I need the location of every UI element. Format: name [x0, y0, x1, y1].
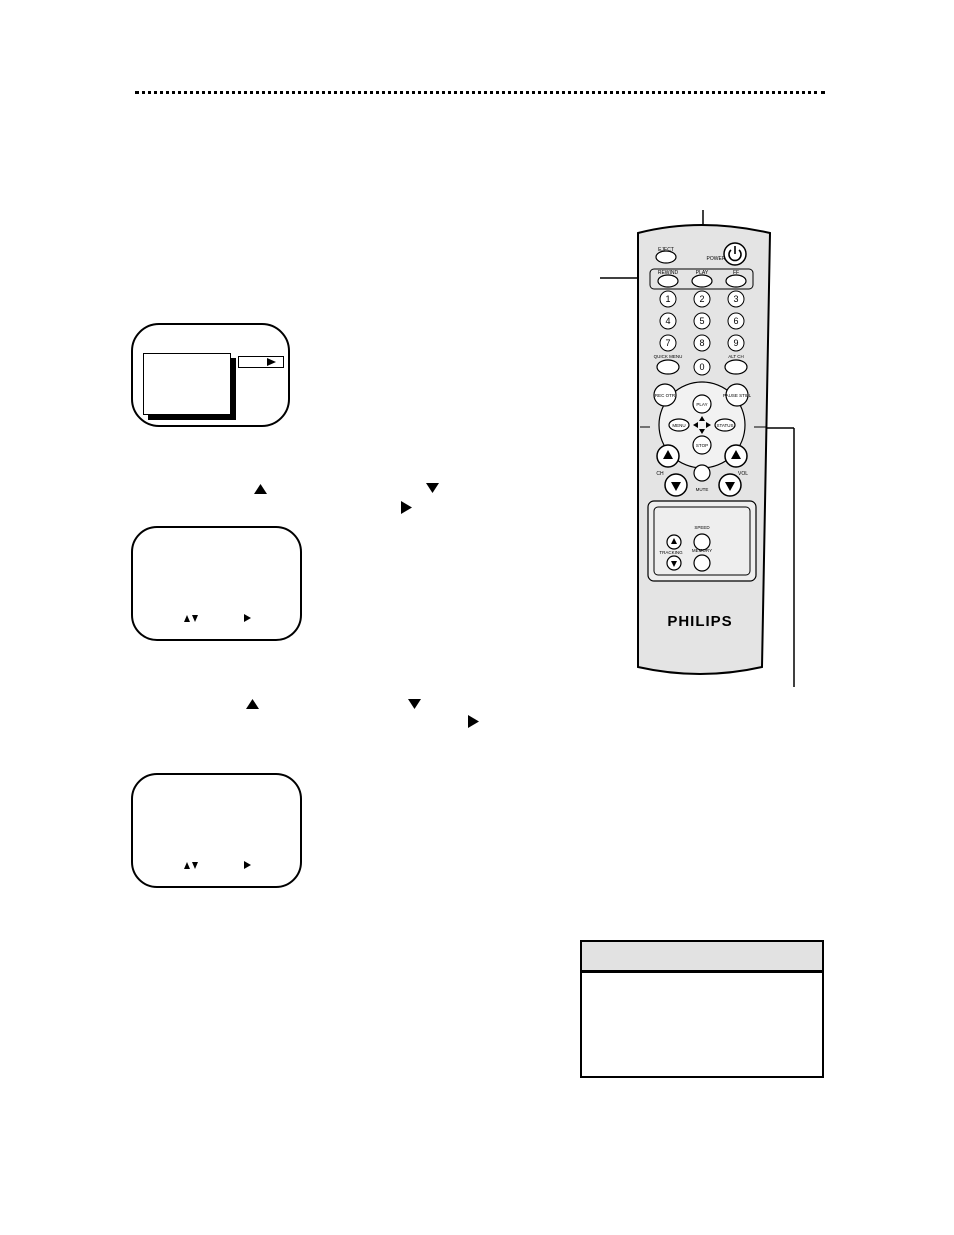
note-box-header [582, 942, 822, 973]
status-button [714, 418, 736, 432]
up-down-arrows-icon [184, 862, 198, 869]
play-button [691, 274, 713, 288]
vol-down-icon [725, 482, 735, 491]
quick-menu-label: QUICK MENU [654, 354, 683, 359]
ff-label: FF [733, 270, 739, 276]
vol-label: VOL [738, 471, 748, 477]
vol-up-icon [731, 450, 741, 459]
menu-selection-tab [238, 356, 284, 368]
tv-screen-step-3 [131, 773, 302, 888]
arrow-down-icon [408, 699, 421, 709]
tv-screen-step-2 [131, 526, 302, 641]
dotted-rule [135, 91, 825, 94]
arrow-right-icon [401, 501, 412, 514]
alt-ch-button [724, 359, 748, 375]
arrow-right-icon [267, 358, 276, 366]
ff-button [725, 274, 747, 288]
key-9: 9 [733, 338, 738, 348]
key-7: 7 [665, 338, 670, 348]
menu-label: MENU [672, 423, 685, 428]
quick-menu-button [656, 359, 680, 375]
key-4: 4 [665, 316, 670, 326]
arrow-right-icon [244, 614, 251, 622]
pause-still-label: PAUSE STILL [723, 393, 752, 398]
play-label: PLAY [696, 270, 709, 276]
memory-label: MEMORY [692, 548, 712, 553]
speed-button [693, 533, 711, 551]
eject-label: EJECT [658, 247, 674, 253]
nav-play-label: PLAY [696, 402, 707, 407]
mute-label: MUTE [696, 487, 709, 492]
arrow-right-icon [244, 861, 251, 869]
key-1: 1 [665, 294, 670, 304]
key-6: 6 [733, 316, 738, 326]
menu-box [143, 353, 231, 415]
ch-up-icon [663, 450, 673, 459]
transport-bar [649, 268, 754, 290]
ch-down-icon [671, 482, 681, 491]
key-2: 2 [699, 294, 704, 304]
rewind-label: REWIND [658, 270, 679, 276]
power-icon [728, 249, 742, 262]
arrow-up-icon [246, 699, 259, 709]
tracking-label: TRACKING [659, 550, 683, 555]
alt-ch-label: ALT CH [728, 354, 744, 359]
lower-panel-inner [653, 506, 751, 576]
mute-button [693, 464, 711, 482]
remote-control-illustration: EJECT POWER REWIND PLAY FF 1 2 3 4 5 6 7… [600, 210, 795, 687]
memory-button [693, 554, 711, 572]
key-3: 3 [733, 294, 738, 304]
up-down-arrows-icon [184, 615, 198, 622]
ch-label: CH [656, 471, 664, 477]
nav-play-button [692, 394, 712, 414]
nav-stop-button [692, 435, 712, 455]
tracking-up-icon [671, 538, 677, 544]
eject-button [655, 250, 677, 264]
tracking-down-icon [671, 561, 677, 567]
brand-logo: PHILIPS [667, 613, 732, 630]
menu-button [668, 418, 690, 432]
key-5: 5 [699, 316, 704, 326]
arrow-right-icon [468, 715, 479, 728]
key-0: 0 [699, 362, 704, 372]
key-8: 8 [699, 338, 704, 348]
arrow-up-icon [254, 484, 267, 494]
status-label: STATUS [716, 423, 733, 428]
pause-still-button [725, 383, 749, 407]
rec-otr-button [653, 383, 677, 407]
power-label: POWER [707, 256, 726, 262]
nav-stop-label: STOP [696, 443, 708, 448]
direction-pad-icon [693, 416, 711, 434]
speed-label: SPEED [694, 525, 710, 530]
rewind-button [657, 274, 679, 288]
keypad: 1 2 3 4 5 6 7 8 9 0 [659, 290, 745, 376]
rec-otr-label: REC OTR [655, 393, 676, 398]
arrow-down-icon [426, 483, 439, 493]
note-box [580, 940, 824, 1078]
